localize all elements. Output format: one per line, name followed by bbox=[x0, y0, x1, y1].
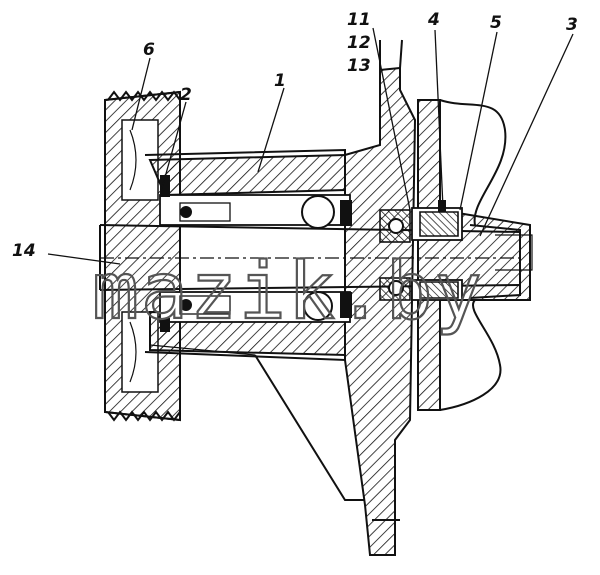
callout-3: 3 bbox=[566, 15, 578, 35]
leader-lines bbox=[47, 27, 574, 265]
callout-6: 6 bbox=[143, 40, 155, 60]
seal-assembly bbox=[379, 200, 463, 301]
callout-13: 13 bbox=[347, 56, 371, 76]
watermark-text: mazik.by bbox=[92, 247, 484, 337]
callout-1: 1 bbox=[274, 71, 286, 91]
callout-14: 14 bbox=[12, 241, 36, 261]
callout-4: 4 bbox=[427, 10, 440, 30]
bearings bbox=[159, 175, 352, 332]
callout-12: 12 bbox=[347, 33, 371, 53]
pump-body bbox=[144, 39, 417, 556]
callout-2: 2 bbox=[180, 85, 192, 105]
callout-labels: 1 2 3 4 5 6 11 12 13 14 bbox=[12, 10, 578, 261]
callout-11: 11 bbox=[347, 10, 371, 30]
callout-5: 5 bbox=[490, 13, 502, 33]
